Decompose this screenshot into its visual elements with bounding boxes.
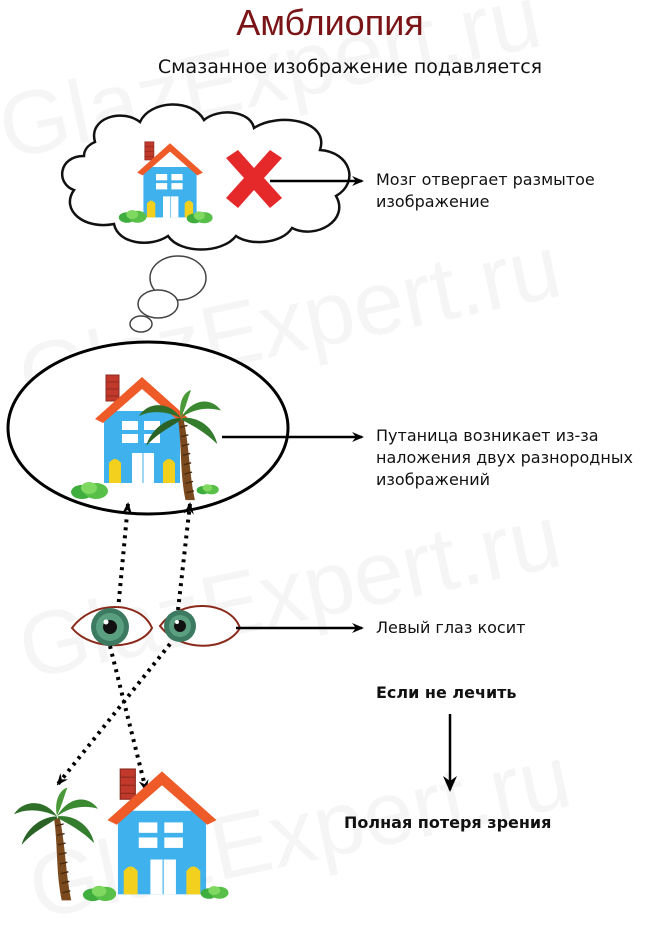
label-if-untreated: Если не лечить — [376, 683, 517, 702]
house-icon — [82, 768, 229, 902]
amblyopia-diagram: GlazExpert.ru GlazExpert.ru GlazExpert.r… — [6, 2, 633, 902]
label-brain-rejects-line1: Мозг отвергает размытое — [376, 170, 595, 189]
red-cross-icon — [226, 150, 282, 208]
page-subtitle: Смазанное изображение подавляется — [157, 56, 543, 78]
dotted-arrow-up-right — [176, 502, 194, 611]
dotted-arrow-up-left — [116, 502, 133, 611]
label-brain-rejects-line2: изображение — [376, 192, 490, 211]
label-confusion-line2: наложения двух разнородных — [376, 448, 633, 467]
label-total-loss: Полная потеря зрения — [344, 813, 552, 832]
label-left-eye: Левый глаз косит — [376, 618, 526, 637]
page-title: Амблиопия — [236, 2, 424, 43]
diagram-graphics — [6, 103, 457, 902]
label-confusion-line3: изображений — [376, 470, 491, 489]
palm-tree-icon — [13, 786, 98, 902]
dotted-arrow-down-left — [56, 642, 172, 786]
label-brain-rejects: Мозг отвергает размытое изображение — [376, 169, 595, 213]
label-confusion: Путаница возникает из-за наложения двух … — [376, 425, 633, 491]
eye-icon — [158, 605, 242, 647]
label-confusion-line1: Путаница возникает из-за — [376, 426, 599, 445]
eye-icon — [70, 606, 154, 647]
dotted-arrow-down-right — [108, 645, 149, 792]
